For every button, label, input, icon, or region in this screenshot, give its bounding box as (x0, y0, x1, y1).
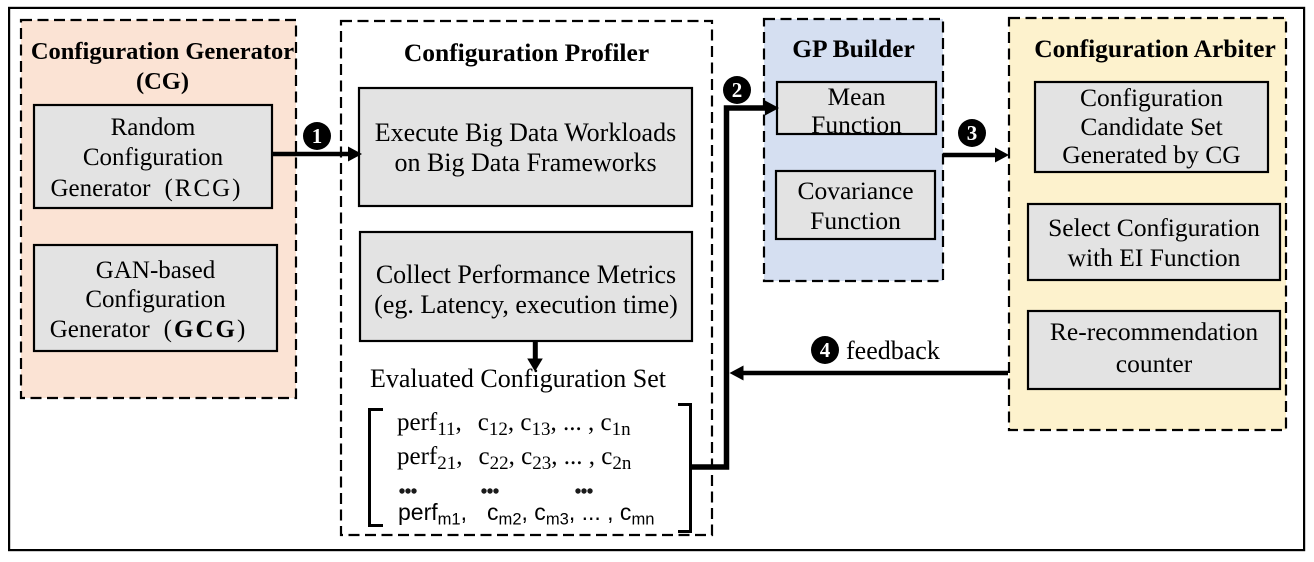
svg-text:4: 4 (820, 338, 831, 362)
svg-text:2: 2 (732, 78, 743, 102)
svg-text:3: 3 (967, 121, 978, 145)
svg-text:1: 1 (312, 124, 323, 148)
